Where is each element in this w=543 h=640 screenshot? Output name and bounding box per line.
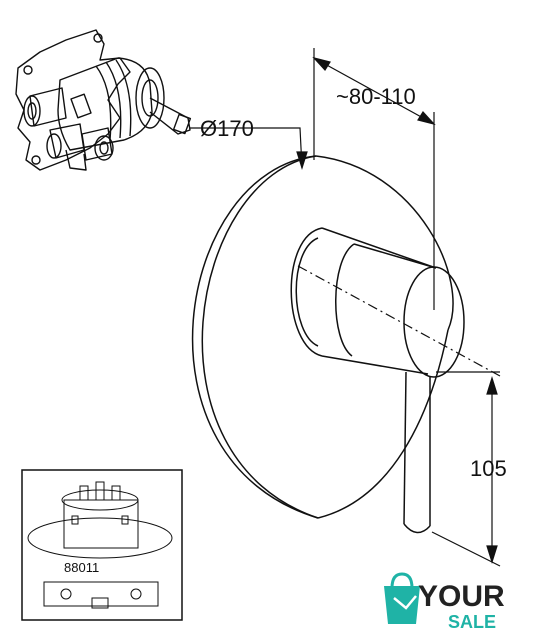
- dimension-lines: [190, 48, 501, 567]
- logo-line1: YOUR: [418, 580, 505, 613]
- your-sale-logo: YOUR SALE: [384, 572, 505, 632]
- escutcheon-plate: [191, 155, 454, 519]
- diameter-label: Ø170: [200, 116, 254, 141]
- logo-line2: SALE: [448, 612, 496, 632]
- shopping-bag-icon: [384, 572, 420, 624]
- height-label: 105: [470, 456, 507, 481]
- part-number: 88011: [64, 560, 99, 575]
- lever: [403, 371, 431, 534]
- depth-label: ~80-110: [336, 84, 416, 109]
- handle-cylinder: [290, 227, 465, 378]
- valve-body-illustration: [15, 29, 192, 171]
- inset-valve-illustration: [27, 481, 173, 609]
- inset-box: 88011: [21, 469, 183, 621]
